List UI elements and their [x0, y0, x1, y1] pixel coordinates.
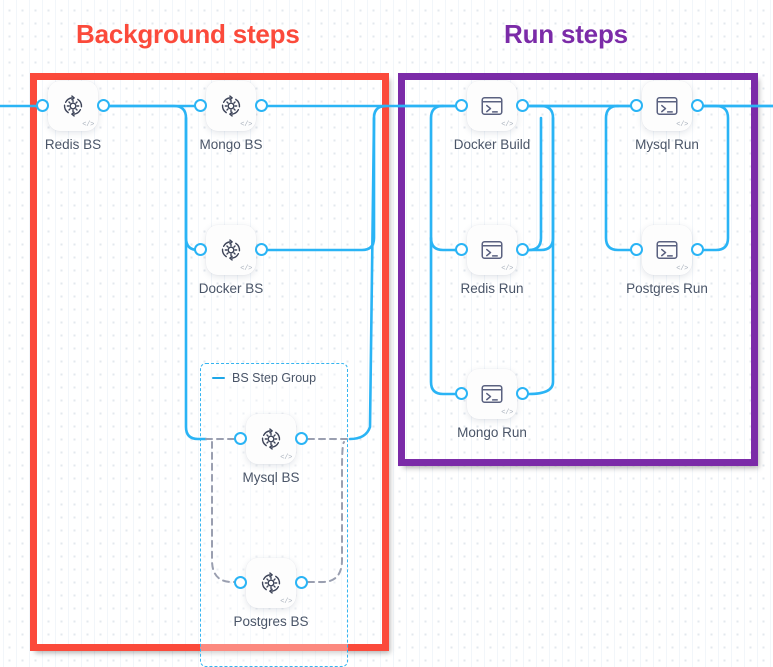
node-redis-bs[interactable]: </> Redis BS [36, 81, 110, 152]
run-steps-title: Run steps [504, 19, 628, 49]
node-card[interactable]: </> [455, 225, 529, 275]
code-badge: </> [676, 265, 688, 273]
node-mongo-run[interactable]: </> Mongo Run [455, 369, 529, 440]
code-badge: </> [501, 265, 513, 273]
node-label: Docker BS [198, 281, 264, 296]
background-steps-title: Background steps [76, 19, 300, 49]
gear-sync-icon [63, 95, 83, 117]
output-port[interactable] [691, 243, 704, 256]
code-badge: </> [82, 121, 94, 129]
output-port[interactable] [255, 243, 268, 256]
edge-docker-bs-out [266, 104, 388, 252]
node-label: Postgres BS [233, 614, 309, 629]
output-port[interactable] [516, 387, 529, 400]
output-port[interactable] [97, 99, 110, 112]
input-port[interactable] [36, 99, 49, 112]
node-card[interactable]: </> [455, 369, 529, 419]
node-label: Redis Run [460, 281, 524, 296]
node-card[interactable]: </> [455, 81, 529, 131]
input-port[interactable] [455, 243, 468, 256]
edge-rail-to-postgres-run [604, 104, 632, 252]
edge-mongo-run-out [527, 116, 555, 396]
output-port[interactable] [295, 576, 308, 589]
node-mysql-bs[interactable]: </> Mysql BS [234, 414, 308, 485]
node-mysql-run[interactable]: </> Mysql Run [630, 81, 704, 152]
node-redis-run[interactable]: </> Redis Run [455, 225, 529, 296]
edge-mysql-run-down [702, 104, 730, 252]
node-card[interactable]: </> [234, 414, 308, 464]
node-card[interactable]: </> [234, 558, 308, 608]
node-card[interactable]: </> [630, 225, 704, 275]
terminal-icon [481, 241, 503, 259]
terminal-icon [481, 385, 503, 403]
gear-sync-icon [221, 239, 241, 261]
input-port[interactable] [455, 99, 468, 112]
code-badge: </> [501, 409, 513, 417]
node-card[interactable]: </> [194, 81, 268, 131]
input-port[interactable] [630, 243, 643, 256]
gear-sync-icon [261, 572, 281, 594]
output-port[interactable] [691, 99, 704, 112]
code-badge: </> [676, 121, 688, 129]
node-label: Mongo Run [457, 425, 527, 440]
code-badge: </> [501, 121, 513, 129]
gear-sync-icon [221, 95, 241, 117]
code-badge: </> [240, 121, 252, 129]
node-label: Redis BS [44, 137, 102, 152]
node-label: Docker Build [453, 137, 531, 152]
edge-postgres-bs-to-group-out [307, 441, 345, 583]
node-docker-build[interactable]: </> Docker Build [454, 81, 530, 152]
edge-left-rail-run [429, 104, 457, 396]
node-postgres-bs[interactable]: </> Postgres BS [233, 558, 309, 629]
edge-redis-bs-to-docker-bs [108, 104, 206, 252]
node-label: Postgres Run [626, 281, 708, 296]
terminal-icon [656, 97, 678, 115]
input-port[interactable] [194, 99, 207, 112]
edge-redis-bs-to-step-group [184, 116, 208, 441]
node-postgres-run[interactable]: </> Postgres Run [626, 225, 708, 296]
code-badge: </> [280, 454, 292, 462]
node-card[interactable]: </> [630, 81, 704, 131]
edge-redis-run-out [527, 116, 543, 252]
node-label: Mongo BS [199, 137, 263, 152]
node-label: Mysql Run [635, 137, 699, 152]
node-docker-bs[interactable]: </> Docker BS [194, 225, 268, 296]
node-card[interactable]: </> [194, 225, 268, 275]
input-port[interactable] [234, 432, 247, 445]
output-port[interactable] [295, 432, 308, 445]
node-label: Mysql BS [242, 470, 300, 485]
code-badge: </> [280, 598, 292, 606]
output-port[interactable] [255, 99, 268, 112]
collapse-dash-icon[interactable] [212, 376, 225, 380]
input-port[interactable] [194, 243, 207, 256]
code-badge: </> [240, 265, 252, 273]
edge-left-rail-redis-run [429, 236, 457, 252]
edge-step-group-out [348, 116, 376, 441]
terminal-icon [481, 97, 503, 115]
edge-group-in-down-to-postgres-bs [210, 441, 245, 583]
input-port[interactable] [234, 576, 247, 589]
gear-sync-icon [261, 428, 281, 450]
output-port[interactable] [516, 99, 529, 112]
node-card[interactable]: </> [36, 81, 110, 131]
bs-step-group-label: BS Step Group [232, 371, 317, 385]
input-port[interactable] [630, 99, 643, 112]
run-steps-box [398, 73, 758, 466]
input-port[interactable] [455, 387, 468, 400]
terminal-icon [656, 241, 678, 259]
bs-step-group-header[interactable]: BS Step Group [212, 371, 316, 385]
node-mongo-bs[interactable]: </> Mongo BS [194, 81, 268, 152]
background-steps-box [30, 73, 389, 651]
output-port[interactable] [516, 243, 529, 256]
